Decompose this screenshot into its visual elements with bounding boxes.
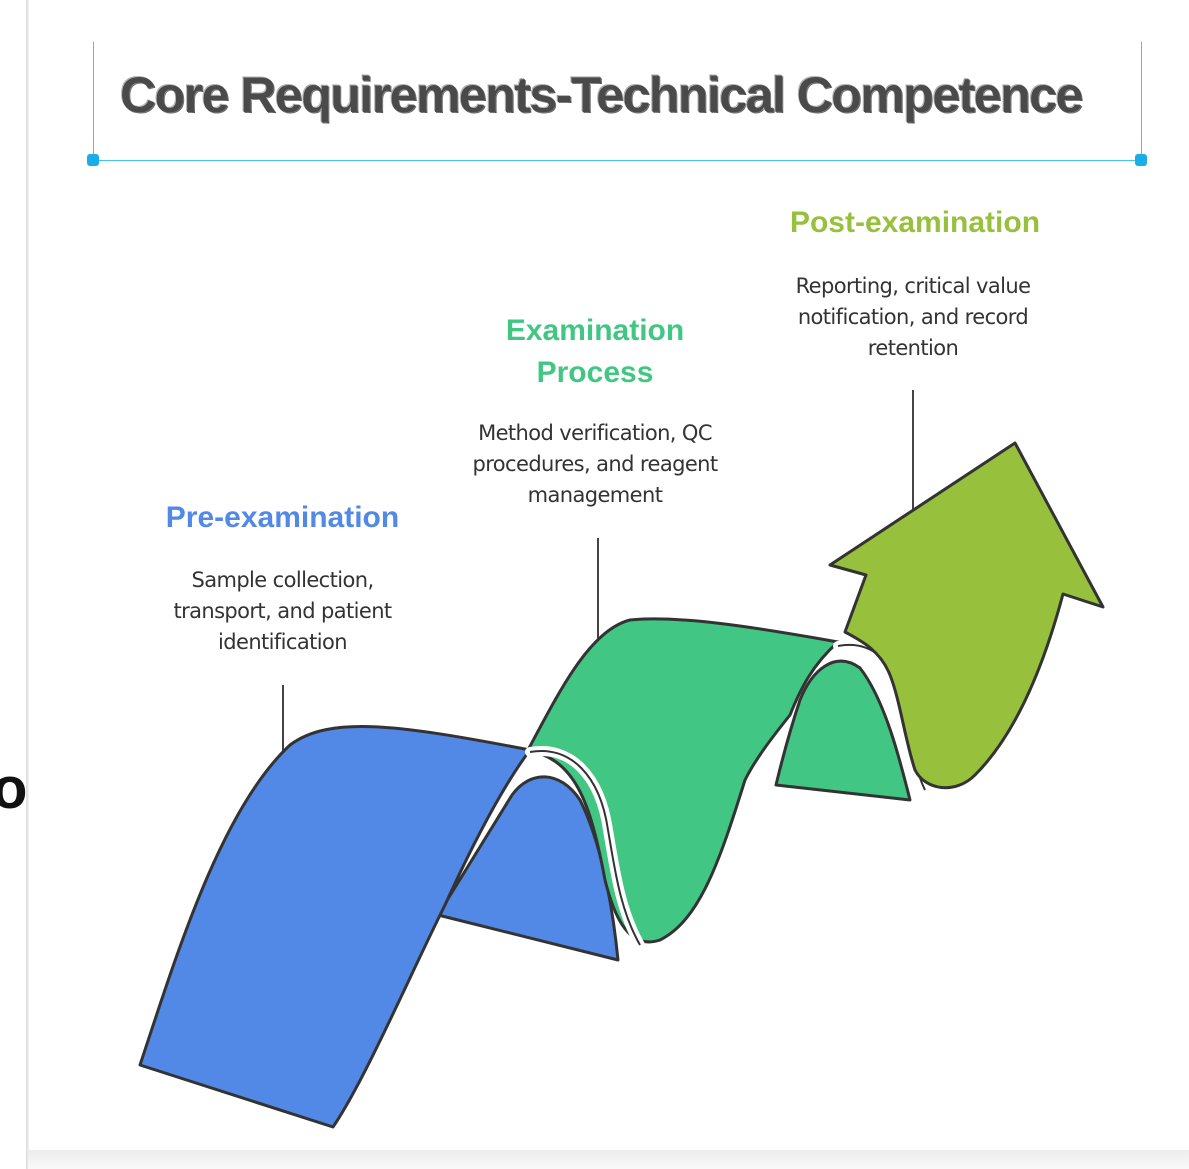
pre-examination-desc-line: transport, and patient: [173, 599, 392, 623]
post-examination-description: Reporting, critical value notification, …: [765, 271, 1061, 364]
examination-heading-line: Examination: [505, 314, 685, 347]
post-examination-heading: Post-examination: [789, 206, 1041, 239]
pre-examination-desc-line: Sample collection,: [191, 568, 374, 592]
exam-band-shape: [526, 617, 840, 944]
exam-fold-shape: [774, 659, 912, 802]
examination-process-heading: Examination Process: [450, 310, 740, 394]
window-left-border: [26, 0, 29, 1169]
post-examination-desc-line: notification, and record: [797, 305, 1029, 329]
selection-handle-left[interactable]: [87, 154, 99, 166]
post-arrow-shape: [828, 441, 1105, 790]
pre-examination-heading: Pre-examination: [165, 501, 400, 534]
pre-band-shape: [138, 725, 532, 1129]
examination-process-description: Method verification, QC procedures, and …: [445, 418, 745, 511]
cropped-text-fragment: o: [0, 756, 28, 821]
pre-examination-desc-line: identification: [218, 630, 348, 654]
selection-box-bottom-edge: [93, 160, 1141, 161]
diagram-title[interactable]: Core Requirements-Technical Competence: [120, 67, 1083, 123]
post-examination-desc-line: Reporting, critical value: [795, 274, 1031, 298]
post-examination-desc-line: retention: [867, 336, 959, 360]
window-bottom-edge: [28, 1150, 1189, 1169]
examination-heading-line: Process: [536, 356, 654, 389]
selection-box-left-edge: [93, 42, 94, 160]
selection-handle-right[interactable]: [1135, 154, 1147, 166]
selection-box-right-edge: [1141, 42, 1142, 160]
examination-desc-line: Method verification, QC: [478, 421, 712, 445]
examination-desc-line: management: [527, 483, 663, 507]
pre-examination-description: Sample collection, transport, and patien…: [140, 565, 425, 658]
examination-desc-line: procedures, and reagent: [472, 452, 719, 476]
